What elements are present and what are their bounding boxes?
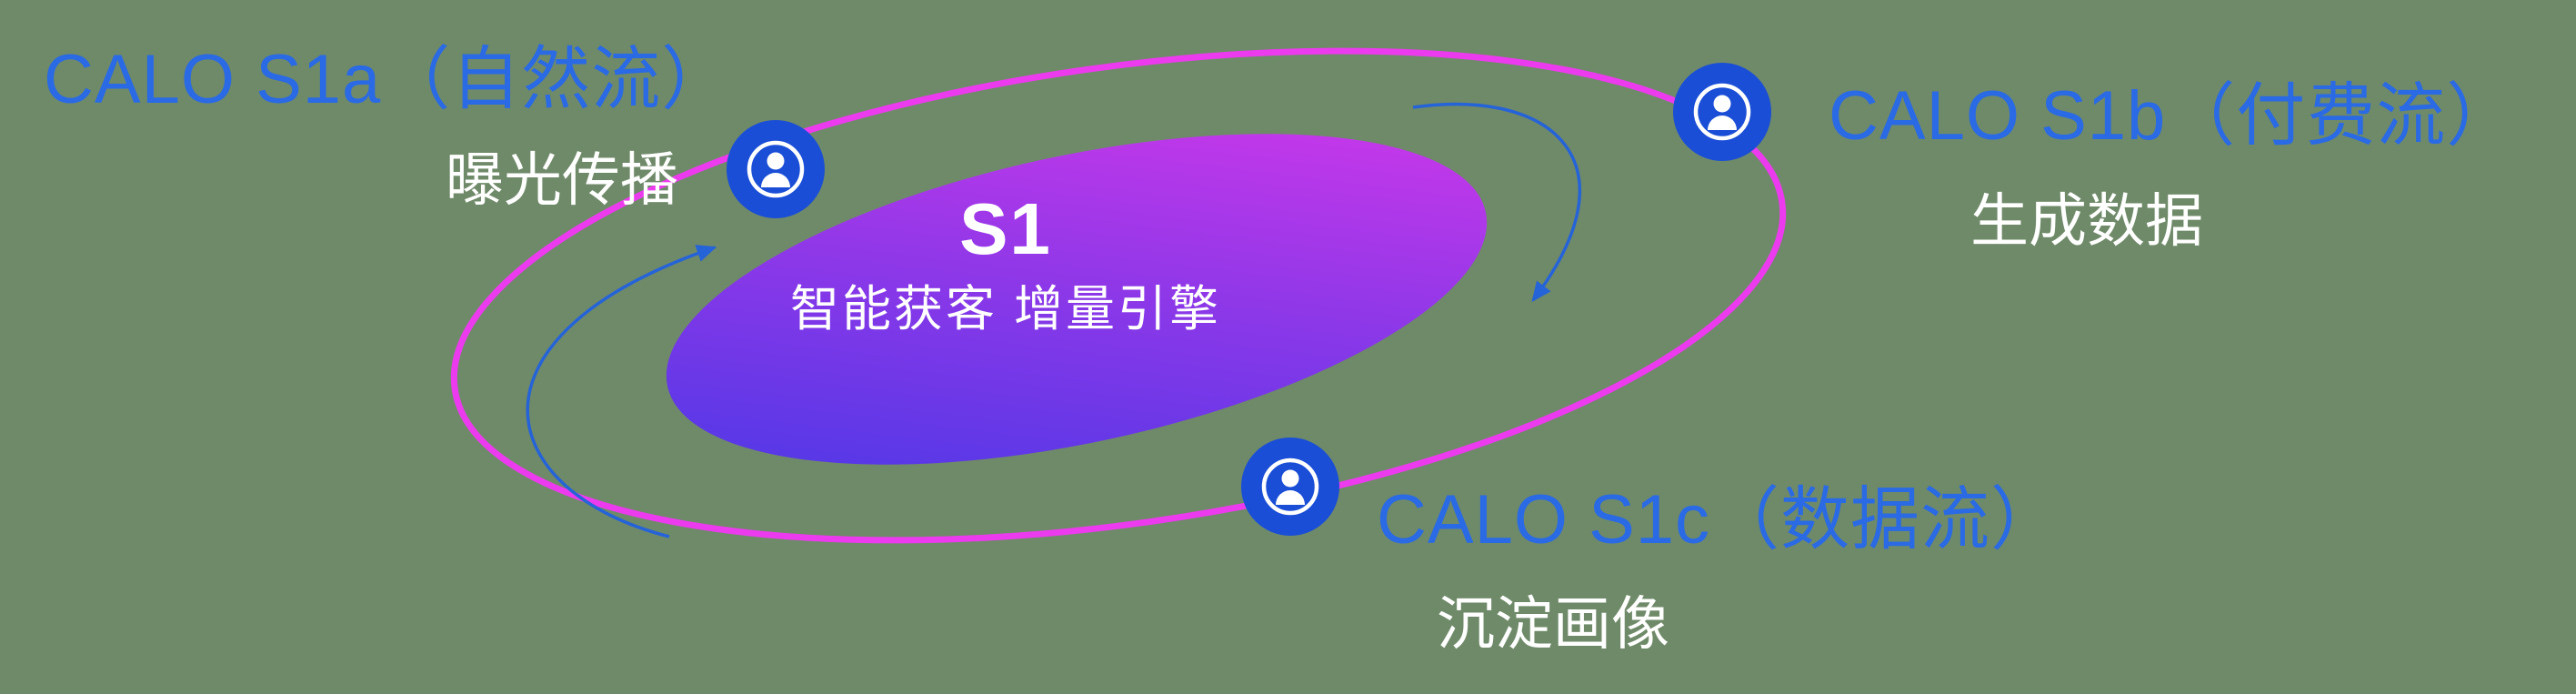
node-s1a-title: CALO S1a（自然流） — [44, 41, 732, 118]
orbit-ring — [450, 47, 1787, 544]
node-s1c-title: CALO S1c（数据流） — [1377, 481, 2061, 558]
node-s1b-subtitle: 生成数据 — [1970, 188, 2203, 255]
user-circle-icon-s1c — [1241, 438, 1339, 536]
core-ellipse — [666, 134, 1488, 465]
user-circle-icon-s1b — [1673, 63, 1771, 161]
flow-arrow-top-right — [1412, 102, 1582, 302]
node-s1b-title: CALO S1b（付费流） — [1829, 77, 2517, 155]
core-title: S1 — [959, 188, 1052, 269]
node-s1a-subtitle: 曝光传播 — [446, 147, 678, 214]
user-circle-icon-s1a — [727, 120, 825, 218]
core-subtitle: 智能获客 增量引擎 — [789, 281, 1222, 337]
flow-arrow-left — [526, 245, 717, 538]
node-s1c-subtitle: 沉淀画像 — [1437, 591, 1669, 658]
